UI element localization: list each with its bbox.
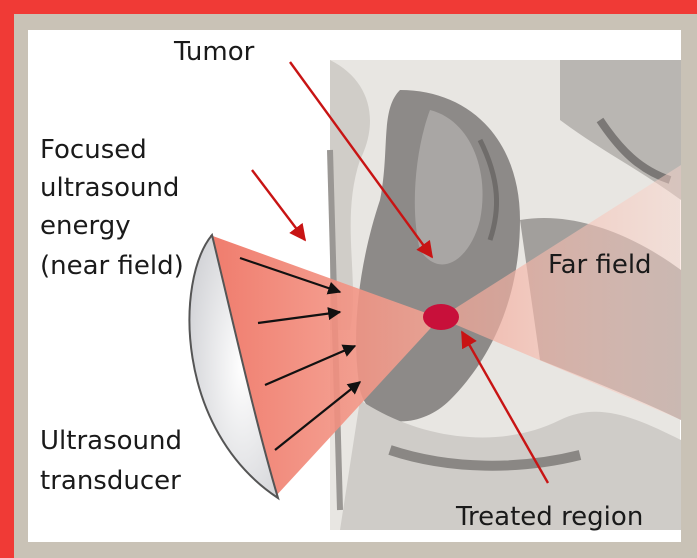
focused-label-line-1: Focused [40,135,147,165]
tumor-label: Tumor [173,37,255,67]
focused-label-line-3: energy [40,211,131,241]
focused-label-line-4: (near field) [40,251,184,281]
far-field-label: Far field [548,250,652,280]
treated-region-spot [423,304,459,330]
focused-label-line-2: ultrasound [40,173,179,203]
treated-region-label: Treated region [455,502,643,532]
transducer-label-line-1: Ultrasound [40,426,182,456]
transducer-label-line-2: transducer [40,466,181,496]
